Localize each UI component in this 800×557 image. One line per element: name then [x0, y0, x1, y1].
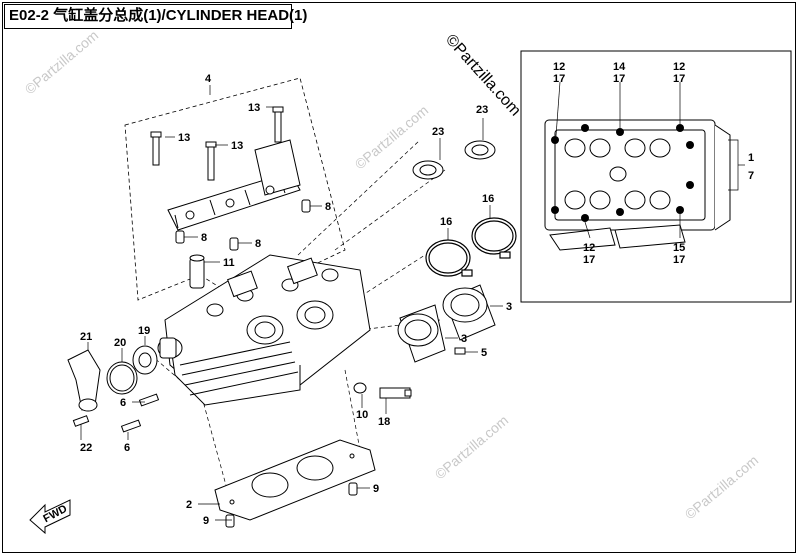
callout-10: 10	[356, 409, 368, 421]
inset-callout-7: 7	[748, 170, 754, 182]
callout-13: 13	[231, 140, 243, 152]
callout-13: 13	[178, 132, 190, 144]
inset-callout-14: 14	[613, 61, 626, 73]
intake-manifolds	[397, 284, 496, 363]
inset-leader-lines	[555, 81, 745, 239]
cylinder-head	[157, 254, 371, 406]
inset-callout-15: 15	[673, 242, 685, 254]
callout-20: 20	[114, 337, 126, 349]
callout-4: 4	[205, 73, 212, 85]
callout-labels: 4 13 13 13 8 8 8 11 19 20 21 6 6 22 23 2…	[80, 61, 754, 527]
callout-16: 16	[440, 216, 452, 228]
callout-8: 8	[201, 232, 207, 244]
head-assembly-outline	[124, 77, 346, 301]
watermark-text: ©Partzilla.com	[682, 452, 762, 522]
callout-9: 9	[373, 483, 379, 495]
dowel-pins	[175, 199, 358, 528]
callout-22: 22	[80, 442, 92, 454]
callout-8: 8	[255, 238, 261, 250]
watermark-text: ©Partzilla.com	[352, 102, 432, 172]
callout-23: 23	[432, 126, 444, 138]
bolts	[150, 106, 284, 181]
callout-5: 5	[481, 347, 487, 359]
inset-callout-17: 17	[583, 254, 595, 266]
callout-6: 6	[124, 442, 130, 454]
callout-3: 3	[506, 301, 512, 313]
inset-bolt-markers	[551, 124, 694, 222]
callout-11: 11	[223, 257, 235, 269]
inset-head-top-view	[544, 119, 731, 251]
inset-callout-17: 17	[613, 73, 625, 85]
sleeve	[189, 254, 205, 289]
inset-callout-12: 12	[553, 61, 565, 73]
diagram-title: E02-2 气缸盖分总成(1)/CYLINDER HEAD(1)	[4, 4, 307, 29]
inset-callout-17: 17	[673, 73, 685, 85]
watermark-text: ©Partzilla.com	[432, 412, 512, 482]
callout-6: 6	[120, 397, 126, 409]
inset-callout-1: 1	[748, 152, 754, 164]
camshaft-caps	[167, 139, 301, 231]
callout-13: 13	[248, 102, 260, 114]
watermark-text: ©Partzilla.com	[22, 27, 102, 97]
callout-8: 8	[325, 201, 331, 213]
gaskets	[412, 140, 496, 180]
water-outlet-parts	[67, 337, 177, 412]
callout-16: 16	[482, 193, 494, 205]
callout-3: 3	[461, 333, 467, 345]
callout-19: 19	[138, 325, 150, 337]
callout-18: 18	[378, 416, 390, 428]
forward-arrow-icon: FWD	[29, 499, 71, 535]
inset-callout-17: 17	[553, 73, 565, 85]
callout-21: 21	[80, 331, 92, 343]
callout-23: 23	[476, 104, 488, 116]
inset-callout-12: 12	[673, 61, 685, 73]
callout-leaders	[80, 85, 503, 521]
small-bolts	[72, 393, 160, 433]
callout-2: 2	[186, 499, 192, 511]
inset-callout-12: 12	[583, 242, 595, 254]
inset-callout-17: 17	[673, 254, 685, 266]
temperature-sensor	[353, 382, 412, 399]
callout-9: 9	[203, 515, 209, 527]
head-gasket	[214, 439, 376, 521]
